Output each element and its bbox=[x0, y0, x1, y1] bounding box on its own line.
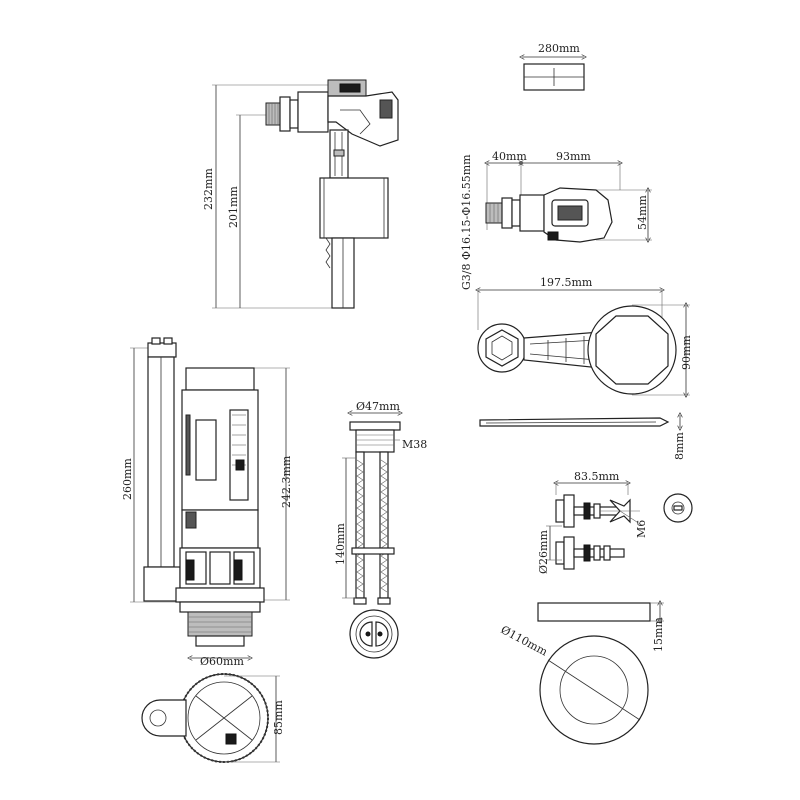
seal-inner bbox=[559, 655, 629, 725]
valve-side-view: G3/8 Φ16.15-Φ16.55mm 40mm 93mm 54mm bbox=[460, 150, 652, 290]
dim-label-260: 260mm bbox=[121, 458, 134, 500]
dim-line-110 bbox=[547, 659, 641, 721]
side-valve-neck bbox=[519, 194, 545, 232]
inlet-nut bbox=[279, 96, 291, 132]
push-button-drawing: Ø47mm M38 140mm bbox=[334, 400, 427, 659]
top-bracket-drawing: 280mm bbox=[522, 42, 584, 91]
dim-label-thread: G3/8 Φ16.15-Φ16.55mm bbox=[460, 154, 473, 290]
dim-label-232: 232mm bbox=[202, 168, 215, 210]
seal-drawing: 15mm Ø110mm bbox=[499, 602, 665, 745]
dim-label-140: 140mm bbox=[334, 523, 347, 565]
bolts-drawing: 83.5mm M6 Ø26mm bbox=[537, 470, 693, 574]
flush-valve-top bbox=[185, 367, 255, 391]
button-thread bbox=[355, 429, 395, 453]
dim-label-242: 242.3mm bbox=[280, 455, 293, 508]
base-overflow-tab bbox=[141, 699, 187, 737]
dim-label-93: 93mm bbox=[556, 150, 591, 163]
valve-head bbox=[297, 91, 329, 133]
dim-label-60: Ø60mm bbox=[200, 655, 244, 668]
button-cap bbox=[349, 421, 401, 431]
plate-drawing: 8mm bbox=[479, 415, 686, 460]
fill-valve-drawing: 232mm 201mm bbox=[202, 79, 399, 309]
dim-label-26: Ø26mm bbox=[537, 530, 550, 574]
dim-label-90: 90mm bbox=[680, 335, 693, 370]
overflow-cap bbox=[147, 342, 177, 358]
dim-label-15: 15mm bbox=[652, 617, 665, 652]
dim-label-201: 201mm bbox=[227, 186, 240, 228]
dim-label-m38: M38 bbox=[402, 438, 427, 451]
dim-label-110: Ø110mm bbox=[499, 623, 551, 659]
seal-side bbox=[537, 602, 651, 622]
dim-label-8: 8mm bbox=[673, 432, 686, 460]
float-rod bbox=[325, 237, 331, 269]
dim-label-280: 280mm bbox=[538, 42, 580, 55]
bolt-2-head bbox=[555, 541, 565, 565]
dim-label-m6: M6 bbox=[635, 520, 648, 538]
dim-label-40: 40mm bbox=[492, 150, 527, 163]
flush-base-top-view: 85mm bbox=[141, 673, 285, 763]
button-face[interactable] bbox=[349, 609, 399, 659]
spanner-drawing: 197.5mm 90mm bbox=[478, 276, 693, 395]
float-box bbox=[319, 177, 389, 239]
dim-label-83: 83.5mm bbox=[574, 470, 620, 483]
bolt-1-head bbox=[555, 499, 565, 523]
dim-label-197: 197.5mm bbox=[540, 276, 593, 289]
flush-valve-thread bbox=[187, 611, 253, 637]
dim-label-85: 85mm bbox=[272, 700, 285, 735]
flush-valve-drawing: 260mm 242.3mm bbox=[121, 337, 293, 668]
dim-label-47: Ø47mm bbox=[356, 400, 400, 413]
plate-body bbox=[479, 417, 670, 427]
dim-label-54: 54mm bbox=[636, 195, 649, 230]
